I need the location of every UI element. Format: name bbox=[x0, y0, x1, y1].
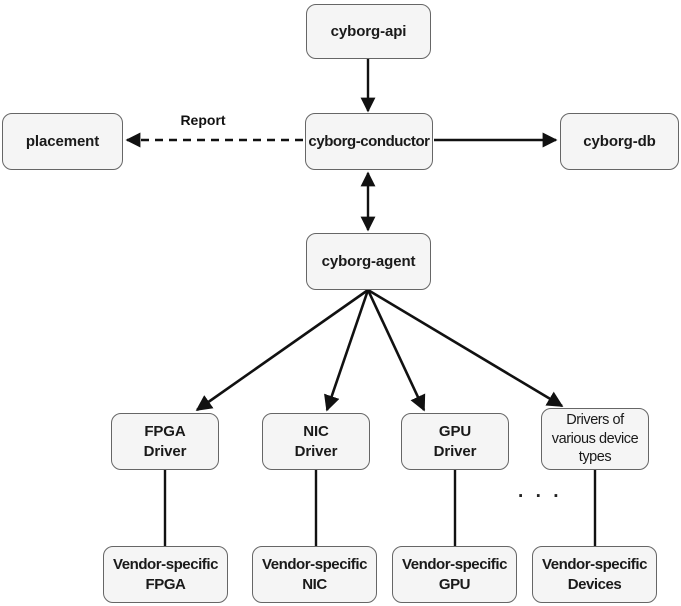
node-misc-driver[interactable]: Drivers of various device types bbox=[541, 408, 649, 470]
node-placement[interactable]: placement bbox=[2, 113, 123, 170]
node-cyborg-api[interactable]: cyborg-api bbox=[306, 4, 431, 59]
node-vendor-nic[interactable]: Vendor-specific NIC bbox=[252, 546, 377, 603]
node-vendor-devices[interactable]: Vendor-specific Devices bbox=[532, 546, 657, 603]
edge-label-report: Report bbox=[180, 112, 226, 128]
node-nic-driver[interactable]: NIC Driver bbox=[262, 413, 370, 470]
node-vendor-gpu[interactable]: Vendor-specific GPU bbox=[392, 546, 517, 603]
node-vendor-fpga[interactable]: Vendor-specific FPGA bbox=[103, 546, 228, 603]
node-fpga-driver[interactable]: FPGA Driver bbox=[111, 413, 219, 470]
node-cyborg-db[interactable]: cyborg-db bbox=[560, 113, 679, 170]
node-cyborg-agent[interactable]: cyborg-agent bbox=[306, 233, 431, 290]
node-gpu-driver[interactable]: GPU Driver bbox=[401, 413, 509, 470]
edge-agent-to-nic-driver bbox=[324, 289, 370, 412]
node-cyborg-conductor[interactable]: cyborg-conductor bbox=[305, 113, 433, 170]
edge-agent-to-gpu-driver bbox=[366, 289, 426, 412]
edge-agent-to-misc-driver bbox=[367, 288, 564, 408]
ellipsis-annotation: · · · bbox=[518, 486, 563, 507]
edge-agent-to-fpga-driver bbox=[195, 288, 369, 412]
